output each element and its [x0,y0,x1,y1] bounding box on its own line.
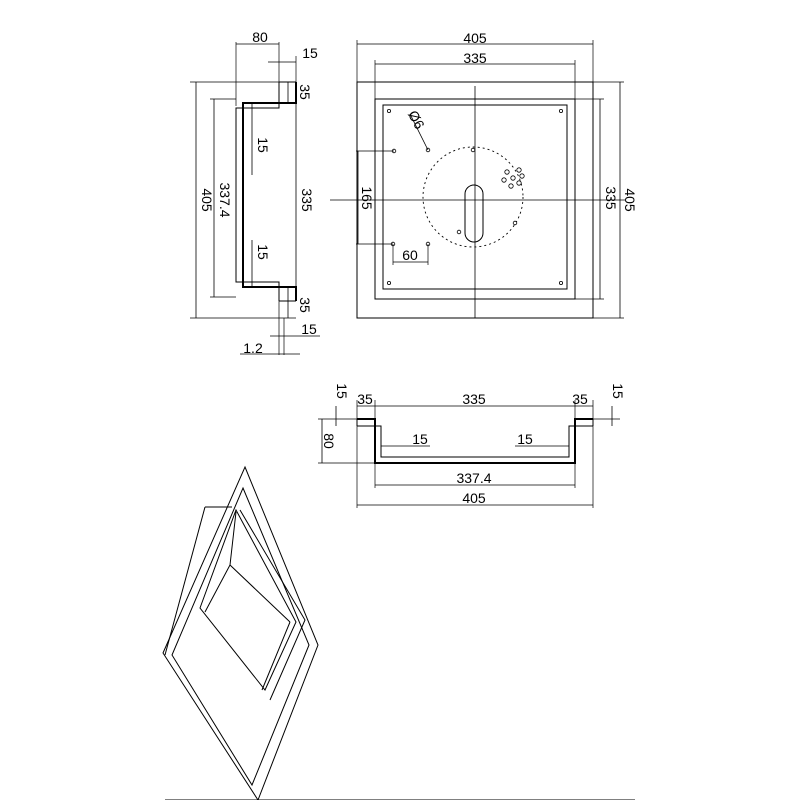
front-profile-inner [357,425,593,458]
side-dim-mid-height-label: 335 [299,188,315,212]
side-dim-outer-height-label: 405 [199,188,215,212]
top-mount-hole [470,147,476,153]
top-mount-hole [512,220,518,226]
top-corner-hole [386,280,391,285]
top-corner-hole [559,280,564,285]
iso-recess-inner-left [204,511,237,613]
top-center-slot [464,184,484,243]
iso-box-left-edge [164,506,206,656]
isometric-view [162,465,635,800]
top-cluster-hole [519,173,525,179]
front-dim-depth-label: 80 [321,433,337,449]
top-dim-outer-width-label: 405 [463,30,487,46]
front-dim-flange-right-label: 35 [572,391,588,407]
top-dim-inner-width-label: 335 [463,50,487,66]
front-dim-lip-left-label: 15 [334,383,350,399]
iso-recess-outer-lip [239,509,306,701]
front-dim-bottom-width-label: 337.4 [456,470,491,486]
top-cluster-hole [504,169,510,175]
iso-outer-flange [162,465,319,800]
front-dim-outer-width-label: 405 [462,490,486,506]
iso-recess-rim [199,508,297,691]
front-dim-inner-right-label: 15 [517,431,533,447]
side-dim-width-label: 80 [252,29,268,45]
iso-recess-floor-right [261,621,291,691]
side-dim-inner-height-label: 337.4 [217,182,233,217]
top-cluster-hole [508,183,514,189]
top-dim-hole-spacing-h-label: 60 [402,247,418,263]
front-dim-lip-right-label: 15 [610,383,626,399]
front-section-view: 15 35 335 35 15 80 15 15 337.4 405 [318,383,626,508]
side-dim-flange-bottom-label: 35 [297,297,313,313]
iso-recess-floor-edge [229,564,291,623]
top-cluster-hole [510,175,516,181]
front-dim-inner-width-label: 335 [462,391,486,407]
side-profile-inner [235,82,280,301]
front-dim-flange-left-label: 35 [357,391,373,407]
side-dim-inner-bottom-label: 15 [255,244,271,260]
side-dim-thickness-label: 1.2 [243,340,263,356]
top-cluster-hole [501,177,507,183]
side-dim-flange-top-label: 35 [297,84,313,100]
top-corner-hole [386,109,391,114]
front-dim-inner-left-label: 15 [412,431,428,447]
top-dim-inner-height-label: 335 [603,186,619,210]
top-mount-hole [456,229,462,235]
top-cluster-hole [516,167,522,173]
top-dim-outer-height-label: 405 [622,188,638,212]
top-view: 405 335 Ø6 165 60 335 405 [330,30,638,319]
top-dim-hole-dia-label: Ø6 [405,108,428,132]
side-dim-lip-bottom-label: 15 [301,321,317,337]
top-dashed-circle [422,146,524,248]
iso-flange-inner-edge [171,486,310,787]
side-profile-outer [242,82,297,301]
front-profile-outer [357,418,593,464]
top-dim-hole-spacing-v-label: 165 [359,186,375,210]
top-corner-hole [559,109,564,114]
side-section-view: 80 15 35 15 405 337.4 335 15 35 15 1.2 [190,29,320,356]
top-cluster-hole [516,180,522,186]
side-dim-inner-top-label: 15 [255,137,271,153]
top-dim-hole-dia-leader [409,113,429,151]
side-dim-lip-top-label: 15 [302,45,318,61]
